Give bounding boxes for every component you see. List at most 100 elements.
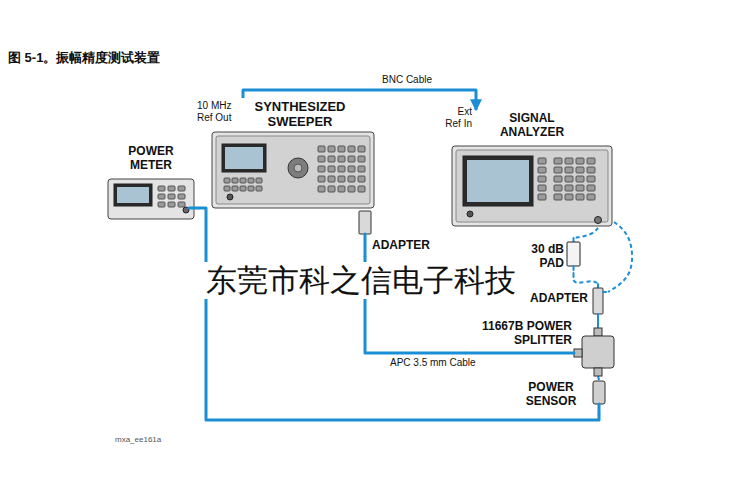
cable-stub bbox=[364, 234, 367, 256]
adapter-part: ADAPTER bbox=[355, 210, 442, 256]
button bbox=[158, 186, 165, 191]
splitter-port bbox=[594, 328, 602, 336]
power-switch bbox=[467, 211, 473, 217]
button bbox=[565, 158, 573, 164]
button bbox=[318, 166, 325, 172]
button bbox=[565, 167, 573, 173]
button bbox=[565, 176, 573, 182]
button bbox=[358, 166, 365, 172]
button bbox=[240, 186, 246, 191]
button bbox=[554, 185, 562, 191]
instrument-body bbox=[212, 132, 374, 208]
button bbox=[318, 156, 325, 162]
splitter-body bbox=[582, 336, 614, 368]
button bbox=[178, 202, 185, 207]
display-screen bbox=[467, 160, 529, 202]
front-panel bbox=[456, 150, 608, 222]
power-switch bbox=[227, 194, 233, 200]
instrument-sweeper: SYNTHESIZED SWEEPER bbox=[208, 98, 380, 210]
button bbox=[576, 176, 584, 182]
button bbox=[587, 158, 595, 164]
cable-stub bbox=[597, 284, 599, 288]
display-bezel bbox=[114, 184, 152, 206]
cable bbox=[574, 228, 599, 238]
button bbox=[587, 185, 595, 191]
button bbox=[554, 167, 562, 173]
port-label: 10 MHz Ref Out bbox=[197, 100, 241, 124]
attenuator-pad: 30 dB PAD bbox=[520, 238, 586, 280]
button bbox=[232, 178, 238, 183]
front-panel bbox=[216, 136, 370, 204]
label-box: mxa_ee161a bbox=[115, 435, 161, 445]
splitter-port bbox=[594, 368, 602, 376]
watermark: 东莞市科之信电子科技 bbox=[204, 262, 518, 299]
part-label: POWER METER bbox=[118, 145, 184, 173]
cable bbox=[198, 208, 599, 420]
button bbox=[158, 194, 165, 199]
adapter-part: ADAPTER bbox=[516, 284, 608, 318]
sensor-body bbox=[593, 381, 605, 404]
display-screen bbox=[225, 147, 263, 169]
adapter-body bbox=[359, 211, 371, 234]
instrument-power-meter: POWER METER bbox=[105, 143, 198, 222]
part-label: 30 dB PAD bbox=[520, 243, 564, 271]
button bbox=[338, 166, 345, 172]
button bbox=[587, 176, 595, 182]
cable-stub bbox=[597, 320, 599, 328]
label-box: 10 MHz Ref Out bbox=[197, 100, 241, 124]
cable bbox=[608, 222, 632, 292]
rotary-knob bbox=[288, 158, 308, 178]
button bbox=[348, 176, 355, 182]
button bbox=[256, 186, 262, 191]
button bbox=[565, 194, 573, 200]
button bbox=[168, 202, 175, 207]
button bbox=[318, 176, 325, 182]
button bbox=[358, 176, 365, 182]
button bbox=[328, 156, 335, 162]
rotary-knob bbox=[294, 164, 302, 172]
button bbox=[554, 176, 562, 182]
button bbox=[158, 202, 165, 207]
display-bezel bbox=[463, 156, 533, 206]
button bbox=[224, 178, 230, 183]
figure-title: 图 5-1。振幅精度测试装置 bbox=[8, 50, 160, 66]
button bbox=[224, 186, 230, 191]
button bbox=[358, 186, 365, 192]
display-bezel bbox=[222, 144, 266, 172]
button bbox=[538, 167, 546, 173]
display-screen bbox=[117, 187, 149, 203]
button bbox=[248, 178, 254, 183]
part-label: SIGNAL ANALYZER bbox=[490, 112, 574, 140]
button bbox=[248, 186, 254, 191]
button bbox=[587, 194, 595, 200]
button bbox=[232, 186, 238, 191]
cable-stub bbox=[597, 314, 599, 318]
button bbox=[328, 186, 335, 192]
button bbox=[538, 185, 546, 191]
cable-stub bbox=[466, 352, 574, 355]
cable-stub bbox=[573, 238, 575, 242]
power-splitter: 11667B POWER SPLITTER bbox=[466, 320, 618, 376]
button bbox=[178, 194, 185, 199]
button bbox=[178, 186, 185, 191]
button bbox=[358, 146, 365, 152]
button bbox=[168, 186, 175, 191]
button bbox=[338, 176, 345, 182]
part-label: POWER SENSOR bbox=[518, 381, 584, 409]
part-label: 11667B POWER SPLITTER bbox=[466, 320, 572, 348]
button bbox=[576, 167, 584, 173]
label-box: Ext Ref In bbox=[440, 106, 472, 130]
instrument-body bbox=[452, 146, 612, 226]
button bbox=[256, 178, 262, 183]
cable-label: BNC Cable bbox=[380, 74, 434, 86]
button bbox=[348, 166, 355, 172]
cable bbox=[574, 280, 599, 284]
button bbox=[328, 166, 335, 172]
cable-stub bbox=[189, 207, 198, 210]
label-box: BNC Cable bbox=[380, 74, 434, 86]
button bbox=[348, 146, 355, 152]
button bbox=[328, 146, 335, 152]
button bbox=[358, 156, 365, 162]
part-label: ADAPTER bbox=[372, 239, 440, 253]
button bbox=[318, 186, 325, 192]
